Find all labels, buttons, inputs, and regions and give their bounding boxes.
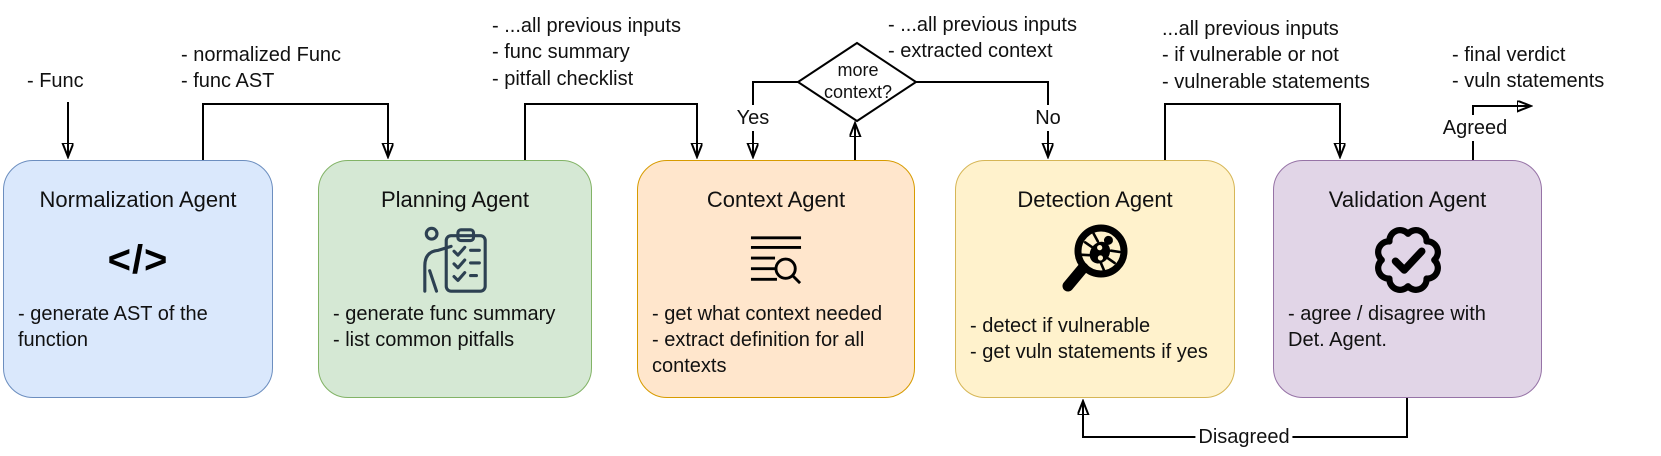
bug-magnifier-icon [956,217,1234,303]
edge-validation-final-output [1472,106,1530,160]
list-search-icon [638,217,914,303]
agent-description: - generate func summary - list common pi… [333,303,556,351]
edge-planning-to-context [524,103,697,160]
person-checklist-icon [319,217,591,303]
agent-description: - get what context needed - extract defi… [652,303,883,377]
label-yes: Yes [733,105,773,132]
code-icon: </> [107,237,169,282]
decision-text: more context? [823,60,893,102]
agent-description: - agree / disagree with Det. Agent. [1288,303,1486,351]
agent-title: Validation Agent [1328,187,1487,212]
agent-box-validation: Validation Agent - agree / disagree with… [1273,160,1542,398]
agent-title: Planning Agent [380,187,530,212]
label-context-to-detection: - ...all previous inputs - extracted con… [888,14,1077,63]
agent-title: Context Agent [706,187,846,212]
agent-description: - generate AST of the function [18,303,208,351]
edge-decision-no-to-detection [916,81,1048,156]
agent-title: Detection Agent [1017,187,1173,212]
label-detection-to-validation: ...all previous inputs - if vulnerable o… [1162,18,1370,93]
agent-box-normalization: Normalization Agent </> - generate AST o… [3,160,273,398]
label-normalization-to-planning: - normalized Func - func AST [181,44,342,93]
agent-description: - detect if vulnerable - get vuln statem… [970,315,1208,363]
edge-detection-to-validation [1164,103,1340,160]
agent-box-planning: Planning Agent - generate func summary -… [318,160,592,398]
agent-title: Normalization Agent [39,187,237,212]
label-no: No [1032,105,1064,132]
agent-box-context: Context Agent - get what context needed … [637,160,915,398]
agent-box-detection: Detection Agent - detect if vulnerable -… [955,160,1235,398]
label-planning-to-context: - ...all previous inputs - func summary … [492,15,681,90]
label-final-output: - final verdict - vuln statements [1452,44,1605,93]
badge-check-icon [1274,217,1541,303]
label-input: - Func [27,70,84,92]
label-disagreed: Disagreed [1195,424,1293,451]
label-agreed: Agreed [1439,115,1511,142]
edge-normalization-to-planning [202,103,388,160]
